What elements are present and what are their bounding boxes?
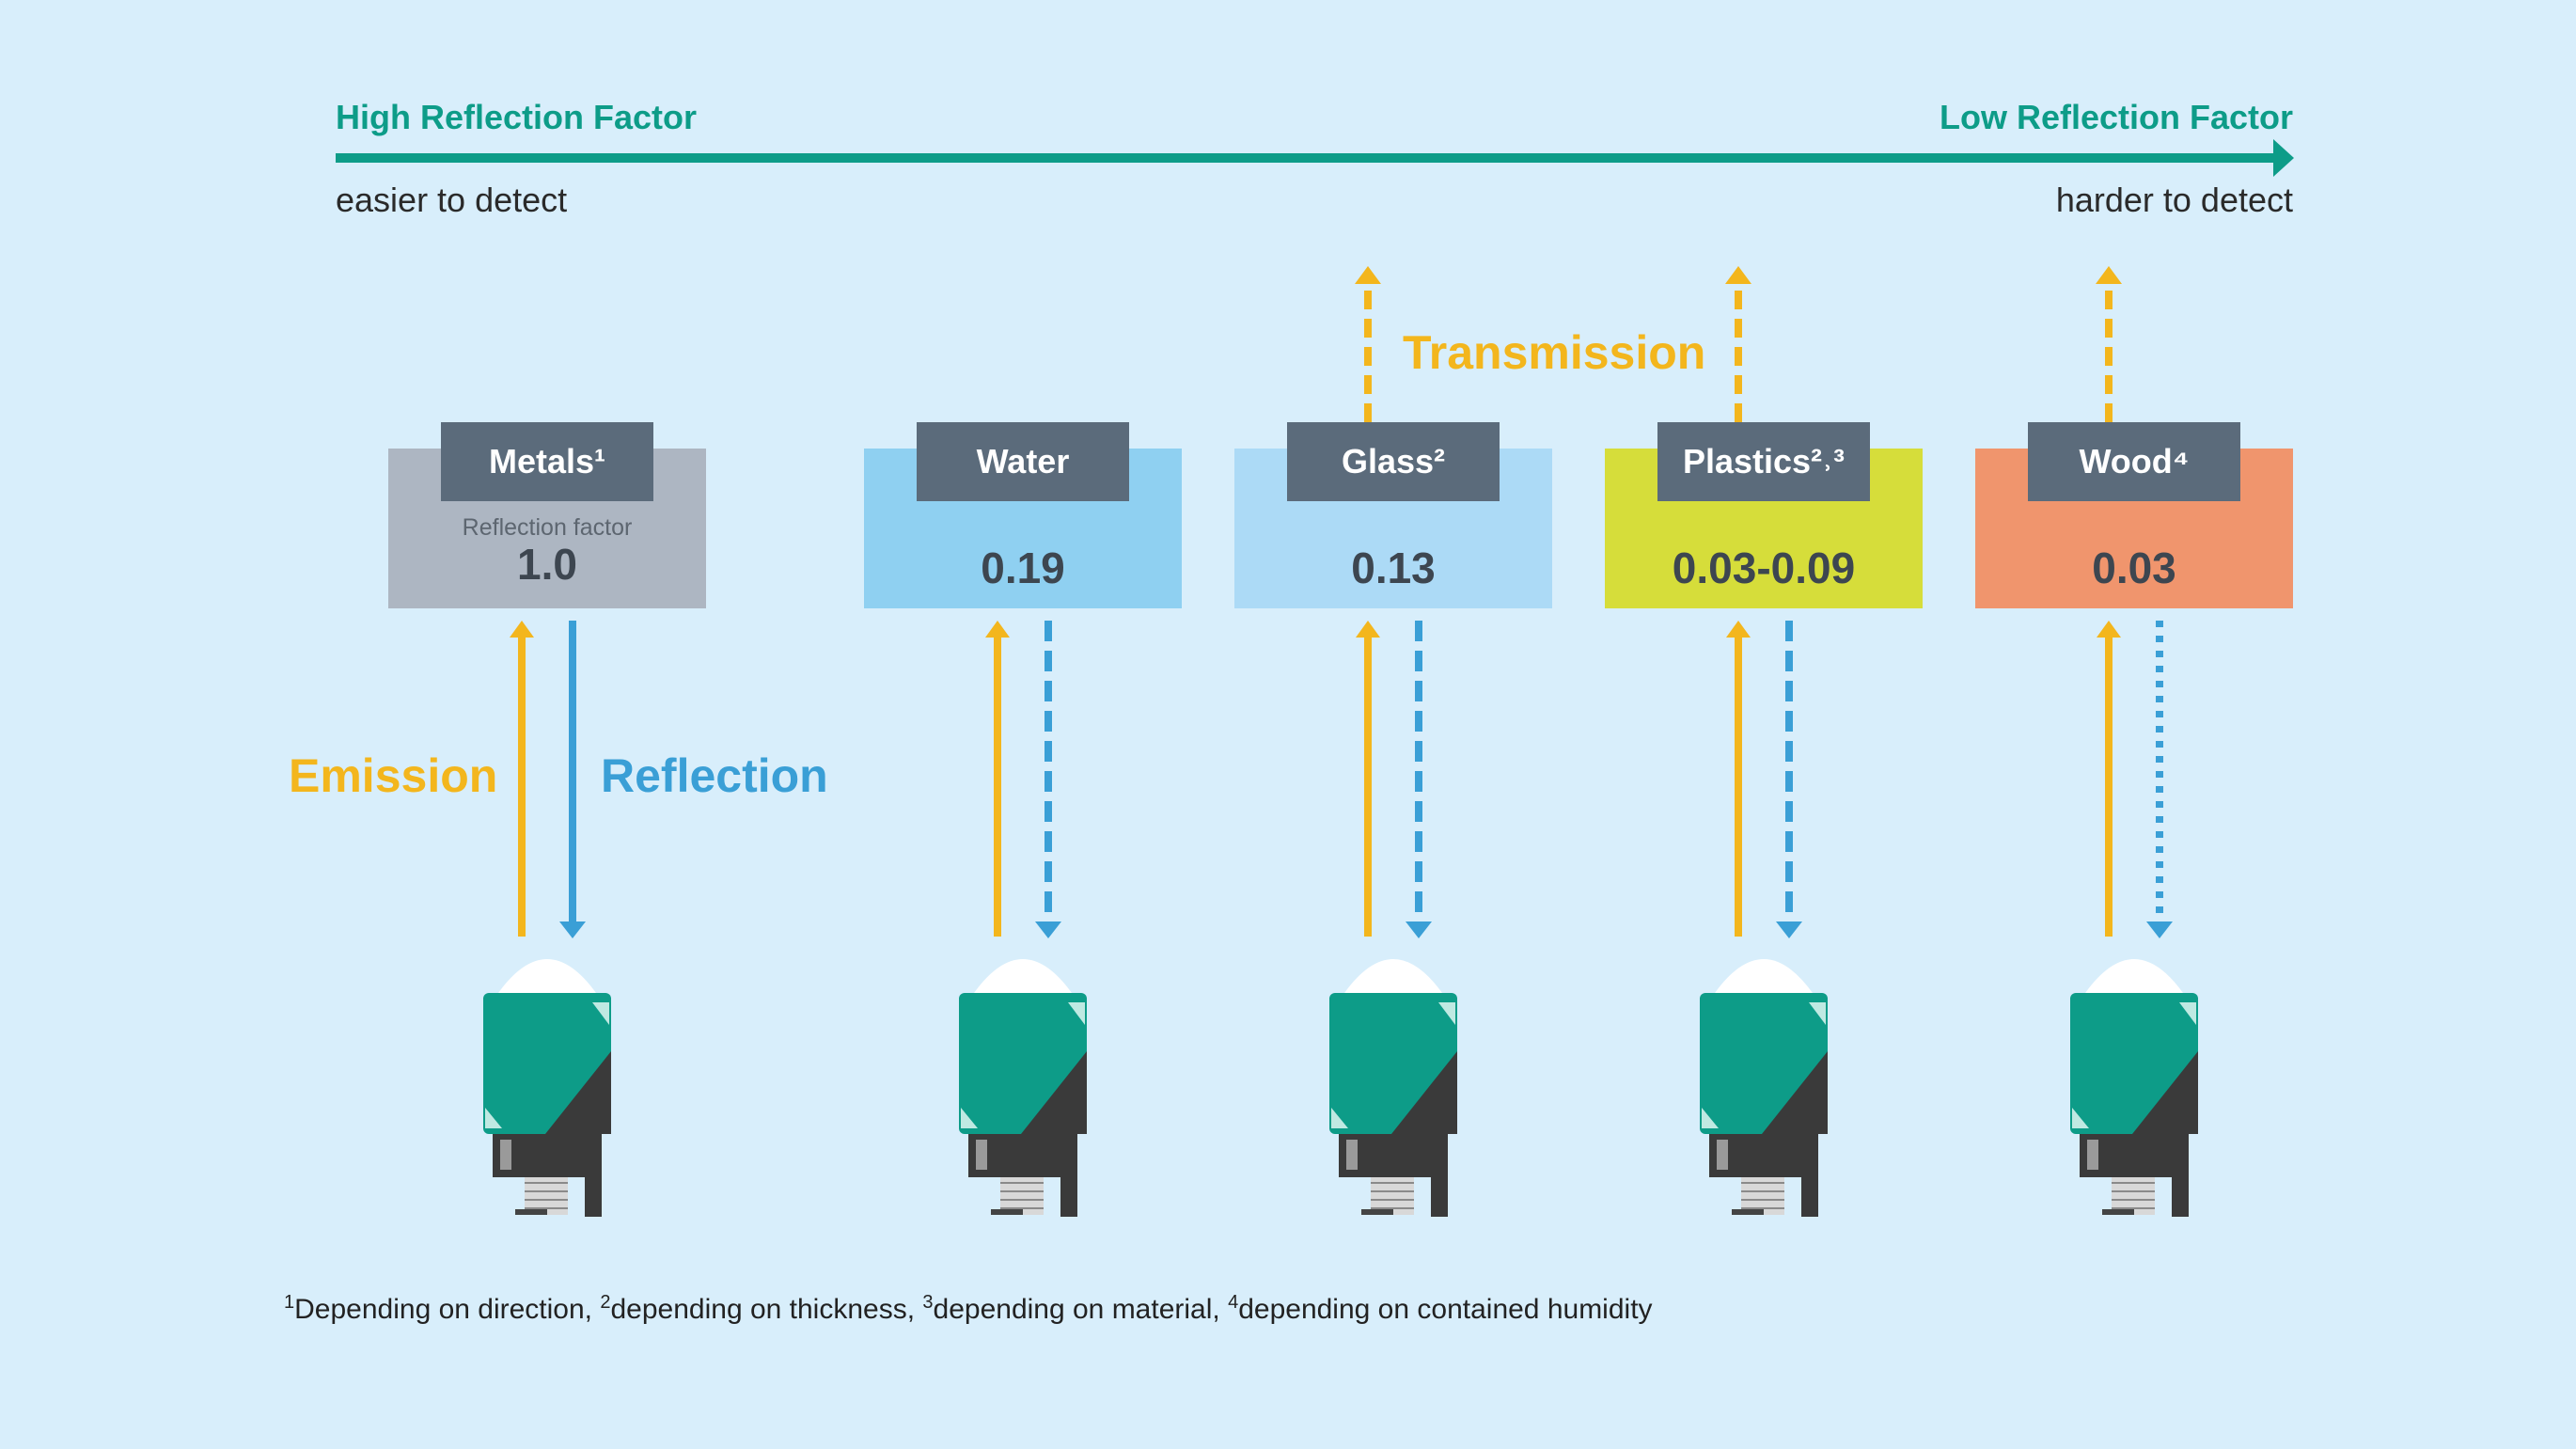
- high-reflection-title: High Reflection Factor: [336, 98, 698, 136]
- material-header: Metals¹: [441, 422, 653, 501]
- footnote-marker: 2: [600, 1292, 611, 1313]
- material-header: Glass²: [1287, 422, 1500, 501]
- low-reflection-title: Low Reflection Factor: [1939, 98, 2293, 136]
- reflection-arrow-icon: [1776, 621, 1802, 938]
- sensor-icon: [1700, 959, 1828, 1217]
- reflection-factor-caption: Reflection factor: [462, 514, 633, 541]
- easier-to-detect-label: easier to detect: [336, 181, 568, 219]
- reflection-arrow-icon: [2146, 621, 2173, 938]
- material-header: Water: [917, 422, 1129, 501]
- sensor-icon: [483, 959, 611, 1217]
- arrow-right-icon: [336, 139, 2294, 177]
- material-box-glass: Glass² 0.13: [1234, 422, 1552, 608]
- footnote: 1Depending on direction, 2depending on t…: [284, 1292, 1653, 1326]
- reflection-factor-value: 0.03-0.09: [1672, 543, 1856, 592]
- emission-arrow-icon: [2097, 621, 2121, 937]
- material-box-water: Water 0.19: [864, 422, 1182, 608]
- footnote-text: depending on contained humidity: [1238, 1294, 1653, 1325]
- harder-to-detect-label: harder to detect: [2055, 181, 2293, 219]
- transmission-label: Transmission: [1403, 326, 1706, 379]
- material-header: Wood⁴: [2028, 422, 2240, 501]
- emission-label: Emission: [289, 749, 498, 802]
- transmission-arrow-icon: [2096, 266, 2122, 422]
- reflection-factor-value: 0.13: [1351, 543, 1436, 592]
- reflection-arrow-icon: [1406, 621, 1432, 938]
- reflection-factor-value: 0.03: [2092, 543, 2176, 592]
- footnote-marker: 4: [1228, 1292, 1239, 1313]
- footnote-text: depending on material,: [933, 1294, 1229, 1325]
- transmission-arrow-icon: [1355, 266, 1381, 422]
- material-box-plastics: Plastics²˒³ 0.03-0.09: [1605, 422, 1923, 608]
- sensor-icon: [2070, 959, 2198, 1217]
- emission-arrow-icon: [510, 621, 534, 937]
- emission-arrow-icon: [1726, 621, 1751, 937]
- reflection-factor-value: 1.0: [517, 540, 577, 589]
- transmission-arrow-icon: [1725, 266, 1751, 422]
- emission-arrow-icon: [985, 621, 1010, 937]
- emission-arrow-icon: [1356, 621, 1380, 937]
- material-box-wood: Wood⁴ 0.03: [1975, 422, 2293, 608]
- sensor-icon: [1329, 959, 1457, 1217]
- reflection-label: Reflection: [601, 749, 828, 802]
- footnote-text: depending on thickness,: [610, 1294, 923, 1325]
- reflection-arrow-icon: [559, 621, 586, 938]
- material-header: Plastics²˒³: [1657, 422, 1870, 501]
- reflection-factor-value: 0.19: [981, 543, 1065, 592]
- footnote-marker: 1: [284, 1292, 295, 1313]
- reflection-arrow-icon: [1035, 621, 1061, 938]
- footnote-marker: 3: [922, 1292, 934, 1313]
- material-box-metals: Metals¹ Reflection factor 1.0: [388, 422, 706, 608]
- sensor-icon: [959, 959, 1087, 1217]
- footnote-text: Depending on direction,: [294, 1294, 601, 1325]
